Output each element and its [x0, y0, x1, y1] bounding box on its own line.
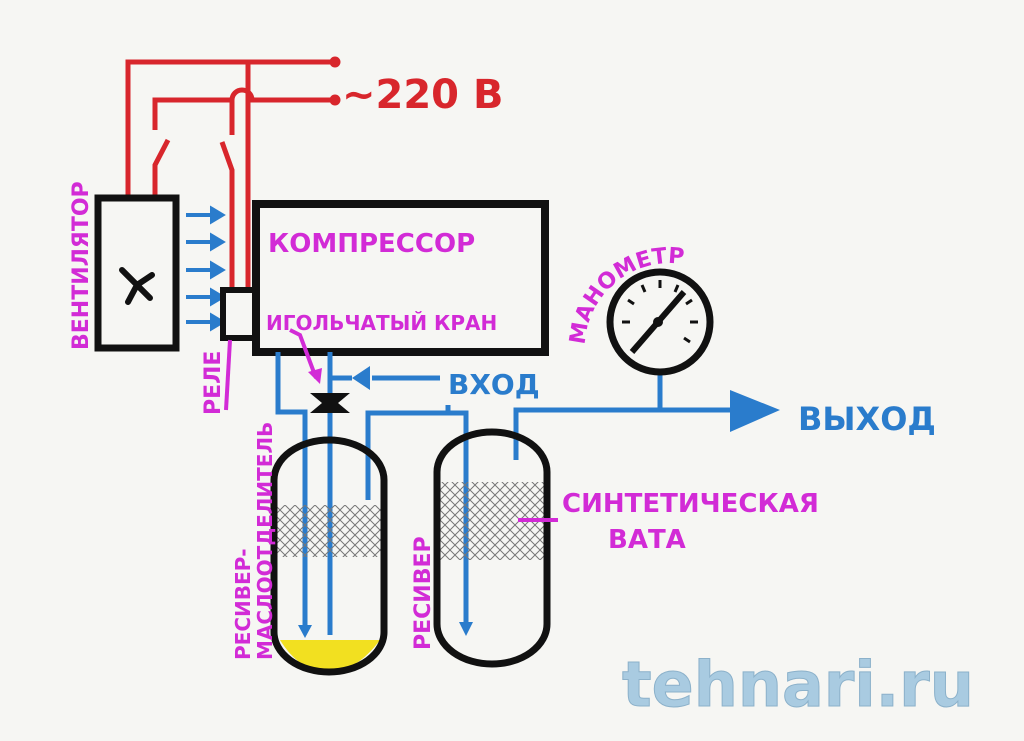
filter-label-1: СИНТЕТИЧЕСКАЯ: [562, 489, 819, 519]
pressure-gauge-icon: [606, 268, 714, 376]
compressor-box: [252, 200, 549, 356]
voltage-label: ~220 В: [342, 72, 503, 118]
inlet-label: ВХОД: [448, 368, 540, 401]
oil-separator-tank: [270, 436, 388, 676]
watermark: tehnari.ru: [622, 648, 974, 721]
oil-separator-label-1: РЕСИВЕР-: [231, 548, 255, 660]
relay-box: [220, 287, 258, 341]
fan-icon: [119, 267, 155, 305]
fan-box: [94, 194, 180, 352]
relay-label: РЕЛЕ: [201, 351, 226, 415]
receiver-tank: [433, 428, 551, 668]
outlet-arrow-icon: [730, 390, 780, 432]
airflow-arrows: [186, 205, 226, 332]
receiver-label: РЕСИВЕР: [411, 536, 436, 650]
needle-valve-icon: [310, 393, 350, 413]
pointer-arrowhead: [308, 368, 322, 384]
oil-separator-label-2: МАСЛООТДЕЛИТЕЛЬ: [253, 422, 277, 660]
fan-label: ВЕНТИЛЯТОР: [69, 181, 94, 350]
relay-pointer: [224, 339, 232, 411]
needle-valve-label: ИГОЛЬЧАТЫЙ КРАН: [266, 311, 497, 335]
flow-arrow-icon: [298, 625, 312, 638]
filter-label-2: ВАТА: [608, 525, 686, 555]
inlet-arrow-icon: [352, 366, 370, 390]
outlet-label: ВЫХОД: [798, 400, 936, 438]
needle-valve-pointer: [289, 328, 318, 379]
compressor-label: КОМПРЕССОР: [268, 229, 475, 259]
flow-arrow-icon: [459, 622, 473, 636]
power-wiring: [125, 56, 341, 290]
